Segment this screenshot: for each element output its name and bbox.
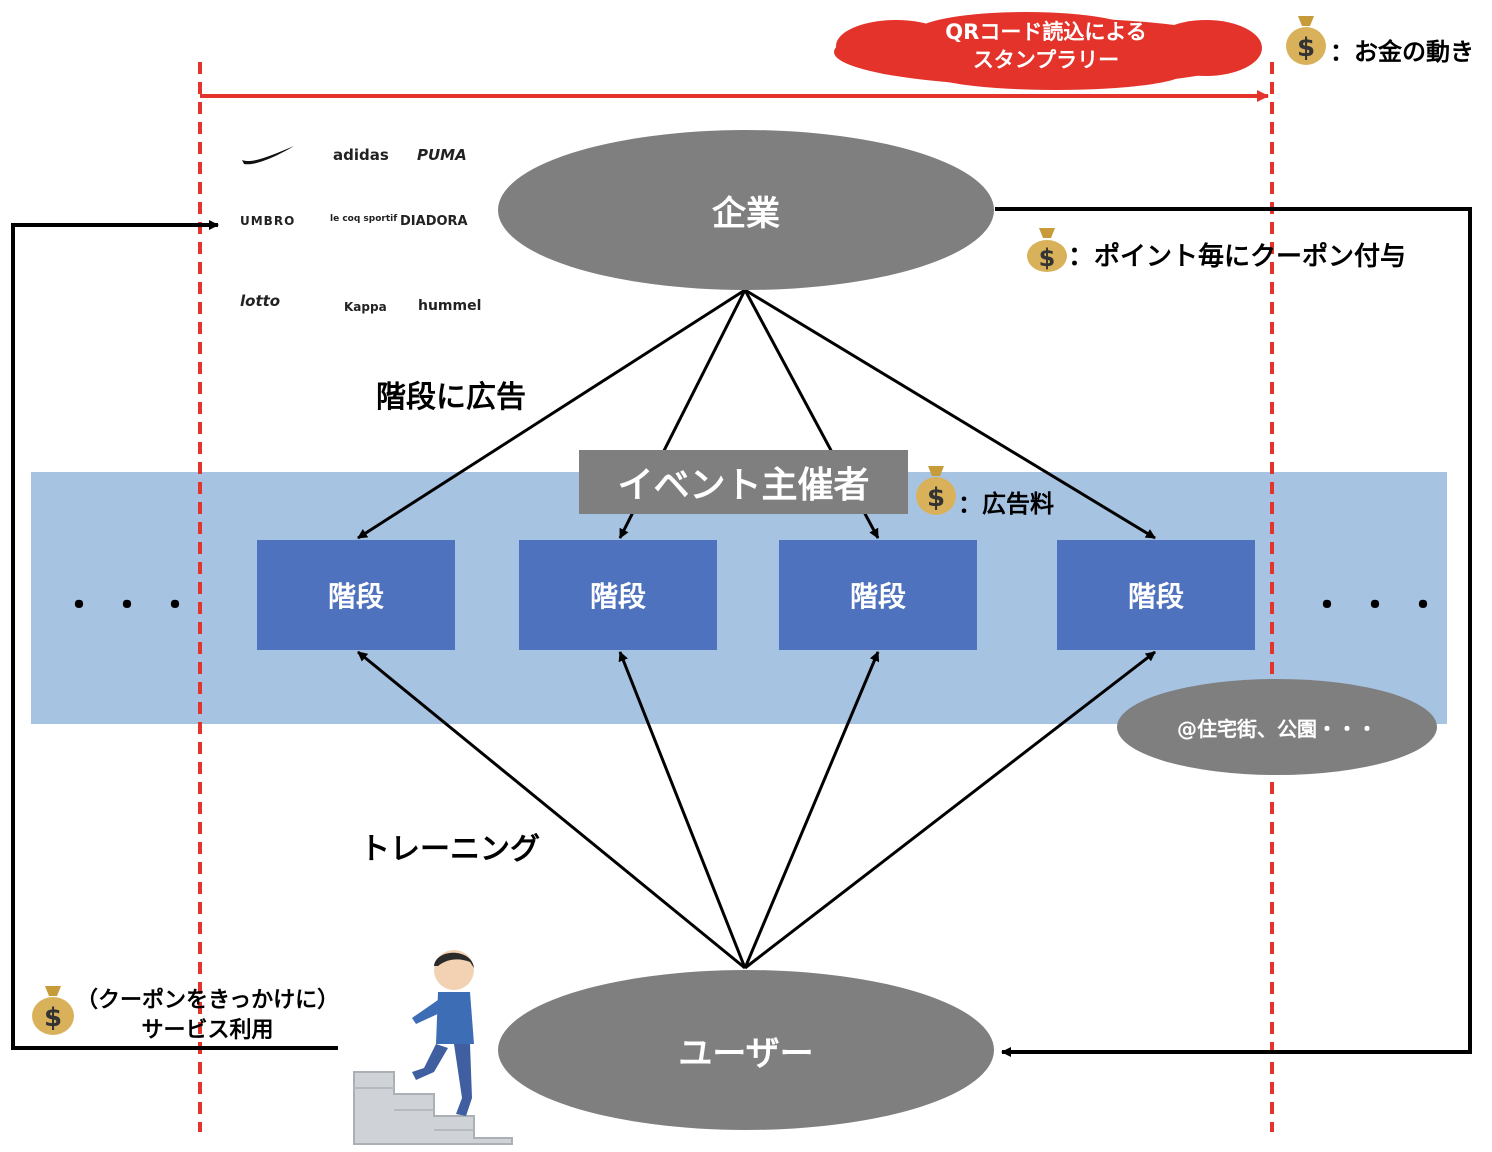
service-line-2: サービス利用 bbox=[141, 1018, 274, 1043]
arrow-company-stair-1 bbox=[357, 288, 746, 540]
nike-logo-icon bbox=[242, 146, 294, 165]
brand-logo-adidas: adidas bbox=[333, 146, 389, 164]
ad-fee-label: ：広告料 bbox=[958, 490, 1054, 518]
ellipsis-left: ・・・ bbox=[62, 586, 206, 626]
location-node: @住宅街、公園・・・ bbox=[1117, 679, 1437, 775]
cloud-line-2: スタンプラリー bbox=[972, 48, 1120, 72]
arrow-company-to-user bbox=[995, 207, 1472, 1057]
company-label: 企業 bbox=[712, 193, 780, 234]
brand-logo-umbro: UMBRO bbox=[240, 214, 296, 228]
arrow-user-to-company bbox=[11, 220, 338, 1050]
ellipsis-right: ・・・ bbox=[1310, 586, 1454, 626]
stair-box-4: 階段 bbox=[1057, 540, 1255, 650]
organizer-node: イベント主催者 bbox=[579, 450, 908, 514]
arrow-user-stair-2 bbox=[618, 651, 747, 969]
stair-box-1: 階段 bbox=[257, 540, 455, 650]
stair-label: 階段 bbox=[327, 580, 384, 613]
arrow-user-stair-1 bbox=[357, 650, 746, 970]
cloud-text: QRコード読込による スタンプラリー bbox=[826, 18, 1266, 74]
arrow-user-stair-4 bbox=[744, 650, 1156, 970]
stair-box-3: 階段 bbox=[779, 540, 977, 650]
legend-text: ：お金の動き bbox=[1330, 38, 1474, 66]
svg-text:$: $ bbox=[1297, 33, 1315, 63]
money-bag-icon: $ bbox=[916, 466, 956, 515]
svg-text:$: $ bbox=[927, 483, 945, 513]
user-label: ユーザー bbox=[678, 1033, 814, 1074]
stair-label: 階段 bbox=[589, 580, 646, 613]
brand-logo-diadora: DIADORA bbox=[400, 214, 468, 229]
stair-label: 階段 bbox=[1127, 580, 1184, 613]
money-bag-icon: $ bbox=[32, 986, 74, 1035]
stair-label: 階段 bbox=[849, 580, 906, 613]
brand-logo-hummel: hummel bbox=[418, 298, 482, 314]
user-node: ユーザー bbox=[498, 970, 994, 1130]
svg-text:$: $ bbox=[1039, 244, 1056, 272]
arrow-company-stair-4 bbox=[744, 288, 1156, 540]
training-label: トレーニング bbox=[360, 832, 540, 867]
brand-logo-puma: PUMA bbox=[417, 146, 467, 164]
coupon-label: ：ポイント毎にクーポン付与 bbox=[1068, 242, 1407, 272]
svg-text:$: $ bbox=[44, 1003, 62, 1033]
service-line-1: （クーポンをきっかけに） bbox=[76, 988, 340, 1013]
organizer-label: イベント主催者 bbox=[617, 465, 870, 506]
money-bag-icon: $ bbox=[1027, 228, 1067, 272]
cloud-shape bbox=[834, 12, 1262, 90]
money-bag-icon: $ bbox=[1286, 16, 1326, 65]
cloud-line-1: QRコード読込による bbox=[945, 20, 1147, 44]
advert-label: 階段に広告 bbox=[376, 380, 526, 415]
brand-logo-lecoq: le coq sportif bbox=[330, 214, 398, 224]
person-climbing-stairs-illustration bbox=[353, 950, 513, 1145]
brand-logo-kappa: Kappa bbox=[344, 300, 387, 314]
stair-box-2: 階段 bbox=[519, 540, 717, 650]
arrow-user-stair-3 bbox=[743, 651, 880, 969]
location-label: @住宅街、公園・・・ bbox=[1177, 716, 1377, 741]
brand-logo-lotto: lotto bbox=[240, 292, 281, 310]
service-label: （クーポンをきっかけに） サービス利用 bbox=[76, 986, 339, 1046]
company-node: 企業 bbox=[498, 130, 994, 290]
